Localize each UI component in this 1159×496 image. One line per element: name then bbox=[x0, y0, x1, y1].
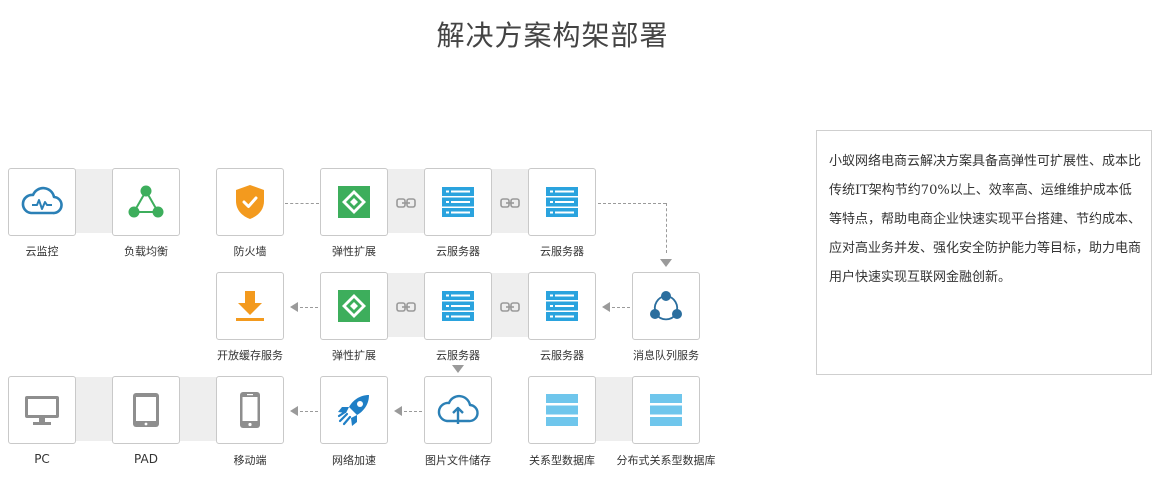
node-mobile bbox=[216, 376, 284, 444]
server-icon bbox=[442, 291, 474, 321]
server-icon bbox=[546, 187, 578, 217]
node-label: 关系型数据库 bbox=[529, 454, 595, 467]
node-cache bbox=[216, 272, 284, 340]
node-server-2 bbox=[528, 168, 596, 236]
server-icon bbox=[546, 291, 578, 321]
node-label: 图片文件储存 bbox=[425, 454, 491, 467]
node-label: 防火墙 bbox=[233, 245, 267, 258]
link-icon bbox=[500, 300, 520, 314]
node-label: 网络加速 bbox=[332, 454, 376, 467]
database-icon bbox=[650, 394, 682, 426]
node-label: 弹性扩展 bbox=[332, 349, 376, 362]
cloud-upload-icon bbox=[437, 394, 479, 424]
monitor-icon bbox=[25, 396, 59, 425]
server-icon bbox=[442, 187, 474, 217]
node-message-queue bbox=[632, 272, 700, 340]
node-pc bbox=[8, 376, 76, 444]
elastic-scaling-icon bbox=[338, 290, 370, 322]
node-oss bbox=[424, 376, 492, 444]
elastic-scaling-icon bbox=[338, 186, 370, 218]
cloud-monitor-icon bbox=[21, 186, 63, 215]
tablet-icon bbox=[133, 393, 159, 427]
arrow-left-to-mobile bbox=[290, 406, 298, 416]
database-icon bbox=[546, 394, 578, 426]
arrow-left-to-server4 bbox=[602, 302, 610, 312]
node-label: 消息队列服务 bbox=[633, 349, 699, 362]
connector-corner-down bbox=[666, 203, 667, 253]
connector-cdn-mobile bbox=[300, 411, 318, 412]
connector-oss-cdn bbox=[404, 411, 422, 412]
node-load-balance bbox=[112, 168, 180, 236]
node-elastic-1 bbox=[320, 168, 388, 236]
node-drds bbox=[632, 376, 700, 444]
node-pad bbox=[112, 376, 180, 444]
node-elastic-2 bbox=[320, 272, 388, 340]
node-server-4 bbox=[528, 272, 596, 340]
node-label: 移动端 bbox=[233, 454, 267, 467]
node-label: 开放缓存服务 bbox=[217, 349, 283, 362]
arrow-down-to-mq bbox=[660, 259, 672, 267]
node-label: 分布式关系型数据库 bbox=[616, 454, 716, 467]
node-label: 云服务器 bbox=[436, 245, 480, 258]
node-label: 云服务器 bbox=[436, 349, 480, 362]
node-rds bbox=[528, 376, 596, 444]
node-label: PAD bbox=[134, 452, 158, 466]
connector-firewall-elastic bbox=[285, 203, 319, 204]
node-firewall bbox=[216, 168, 284, 236]
arrow-left-to-cache bbox=[290, 302, 298, 312]
link-icon bbox=[500, 196, 520, 210]
phone-icon bbox=[240, 392, 260, 428]
node-label: 云服务器 bbox=[540, 245, 584, 258]
shield-icon bbox=[236, 185, 264, 219]
arrow-left-to-cdn bbox=[394, 406, 402, 416]
node-label: 云监控 bbox=[25, 245, 59, 258]
arrow-down-to-oss bbox=[452, 365, 464, 373]
message-queue-icon bbox=[650, 291, 682, 321]
connector-server-to-corner bbox=[598, 203, 666, 204]
node-server-1 bbox=[424, 168, 492, 236]
node-cloud-monitor bbox=[8, 168, 76, 236]
load-balance-icon bbox=[128, 185, 164, 218]
node-label: 弹性扩展 bbox=[332, 245, 376, 258]
rocket-icon bbox=[337, 395, 369, 426]
link-icon bbox=[396, 300, 416, 314]
solution-description: 小蚁网络电商云解决方案具备高弹性可扩展性、成本比传统IT架构节约70%以上、效率… bbox=[816, 130, 1152, 375]
node-label: 负载均衡 bbox=[124, 245, 168, 258]
link-icon bbox=[396, 196, 416, 210]
connector-elastic-cache bbox=[300, 307, 318, 308]
node-label: PC bbox=[34, 452, 50, 466]
connector-mq-server bbox=[612, 307, 630, 308]
node-label: 云服务器 bbox=[540, 349, 584, 362]
node-cdn bbox=[320, 376, 388, 444]
node-server-3 bbox=[424, 272, 492, 340]
download-icon bbox=[236, 291, 264, 321]
page-title: 解决方案构架部署 bbox=[436, 19, 669, 52]
